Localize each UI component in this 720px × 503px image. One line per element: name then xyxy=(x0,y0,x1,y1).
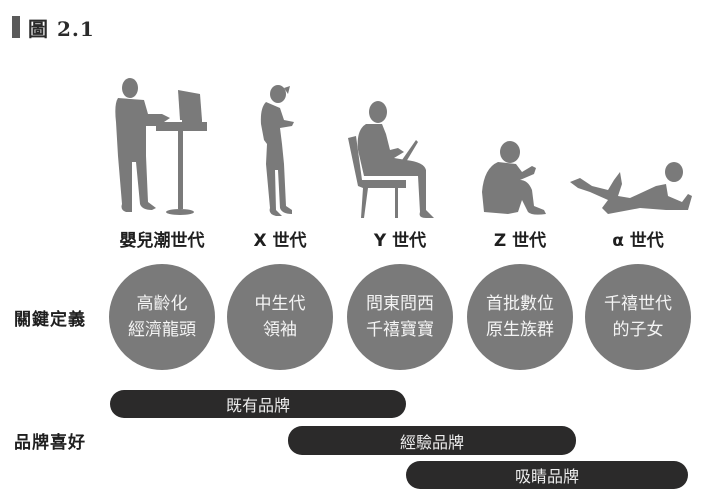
definition-line: 高齡化 xyxy=(136,294,188,314)
person-sitting-with-laptop-icon xyxy=(346,100,436,220)
brand-pill-label: 既有品牌 xyxy=(225,396,290,415)
generation-label-alpha: α 世代 xyxy=(612,231,664,251)
definition-line: 千禧寶寶 xyxy=(366,320,434,340)
definition-line: 領袖 xyxy=(263,320,297,340)
brand-pill-label: 經驗品牌 xyxy=(399,432,464,452)
brand-pill-established: 既有品牌 xyxy=(110,390,406,418)
brand-pill-experience: 經驗品牌 xyxy=(288,426,576,455)
definition-circle-z: 首批數位 原生族群 xyxy=(467,264,573,370)
key-definition-label: 關鍵定義 xyxy=(14,310,86,330)
generation-label-z: Z 世代 xyxy=(493,231,547,251)
brand-pill-eye-catching: 吸睛品牌 xyxy=(406,461,688,489)
definition-line: 的子女 xyxy=(612,320,664,340)
generation-label-x: X 世代 xyxy=(253,231,307,251)
definition-circle-alpha: 千禧世代 的子女 xyxy=(585,264,691,370)
definition-line: 原生族群 xyxy=(486,320,554,340)
definition-line: 中生代 xyxy=(254,294,306,314)
person-standing-at-computer-icon xyxy=(112,76,207,218)
definition-line: 經濟龍頭 xyxy=(128,320,196,340)
brand-pill-label: 吸睛品牌 xyxy=(514,467,579,486)
definition-circle-baby-boomer: 高齡化 經濟龍頭 xyxy=(109,264,215,370)
generation-label-y: Y 世代 xyxy=(373,231,427,251)
definition-line: 千禧世代 xyxy=(604,294,672,314)
title-marker xyxy=(12,16,20,38)
figure-label: 圖 2.1 xyxy=(28,16,95,41)
definition-line: 首批數位 xyxy=(486,294,554,314)
generation-label-baby-boomer: 嬰兒潮世代 xyxy=(119,231,205,251)
person-standing-with-phone-icon xyxy=(258,84,298,218)
child-lying-with-tablet-icon xyxy=(570,160,700,220)
definition-circle-y: 問東問西 千禧寶寶 xyxy=(347,264,453,370)
figure-title: 圖 2.1 xyxy=(12,14,95,41)
definition-line: 問東問西 xyxy=(366,294,434,314)
person-sitting-on-floor-with-phone-icon xyxy=(478,140,550,216)
brand-preference-label: 品牌喜好 xyxy=(14,433,86,453)
definition-circle-x: 中生代 領袖 xyxy=(227,264,333,370)
